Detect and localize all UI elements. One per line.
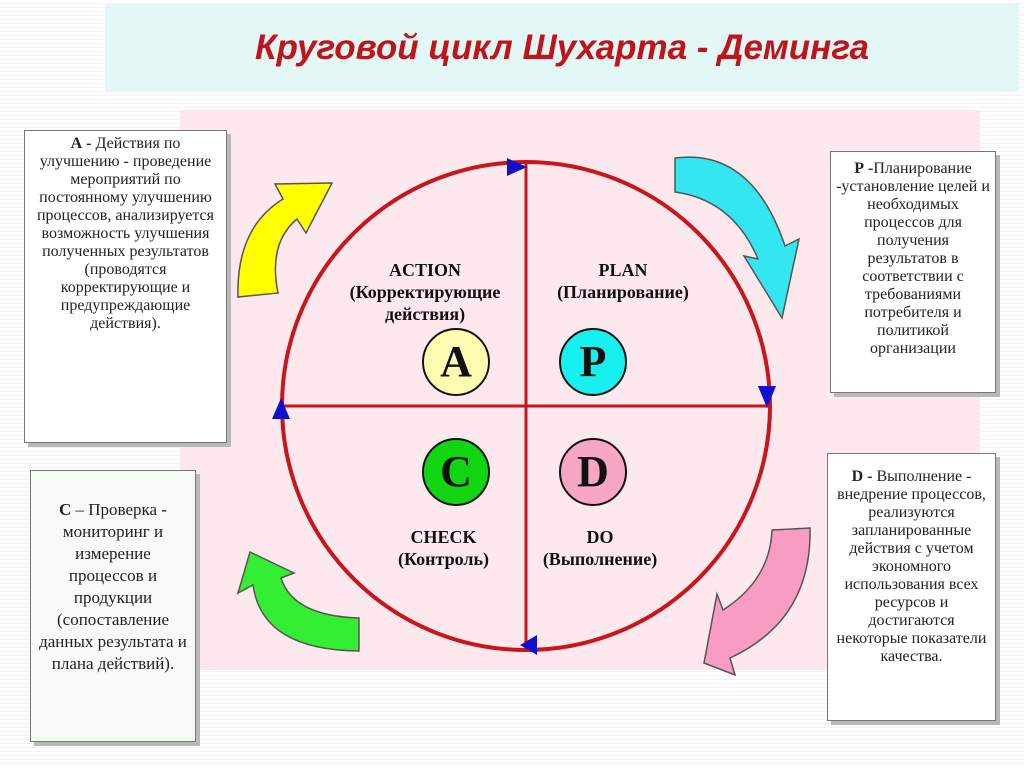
badge-c — [422, 438, 490, 506]
box-d-key: D - — [851, 468, 873, 485]
arrow-to-d-icon — [703, 527, 811, 677]
marker-bottom-icon — [520, 635, 537, 655]
badge-p — [559, 328, 627, 396]
badge-a — [422, 328, 490, 396]
letter-d: D — [577, 447, 609, 496]
box-p-key: Р - — [854, 160, 874, 177]
letter-a: A — [440, 337, 472, 386]
arrow-to-p-icon — [674, 156, 801, 320]
label-do: DO (Выполнение) — [520, 526, 680, 570]
box-a-key: А - — [70, 135, 92, 152]
box-c-text: – Проверка - мониторинг и измерение проц… — [39, 500, 187, 673]
box-p-text: Планирование -установление целей и необх… — [836, 160, 990, 357]
marker-top-icon — [507, 158, 527, 176]
label-do-ru: (Выполнение) — [542, 549, 658, 569]
letter-p: P — [579, 337, 607, 386]
description-box-c: С – Проверка - мониторинг и измерение пр… — [30, 470, 196, 742]
page-title: Круговой цикл Шухарта - Деминга — [254, 28, 870, 67]
label-plan: PLAN (Планирование) — [528, 259, 718, 303]
title-band — [105, 4, 1019, 92]
label-plan-en: PLAN — [598, 260, 648, 280]
description-box-p: Р -Планирование -установление целей и не… — [830, 151, 996, 393]
description-box-d: D - Выполнение - внедрение процессов, ре… — [827, 453, 996, 721]
marker-right-icon — [758, 386, 776, 408]
arrow-to-a-icon — [237, 182, 334, 298]
label-do-en: DO — [586, 527, 614, 547]
box-c-key: С — [59, 500, 72, 519]
description-box-a: А - Действия по улучшению - проведение м… — [24, 130, 227, 443]
box-a-text: Действия по улучшению - проведение мероп… — [36, 135, 215, 332]
label-action: ACTION (Корректирующие действия) — [325, 259, 525, 325]
box-d-text: Выполнение - внедрение процессов, реализ… — [836, 468, 987, 665]
label-check: CHECK (Контроль) — [361, 526, 526, 570]
label-action-en: ACTION — [388, 260, 461, 280]
letter-c: C — [440, 447, 472, 496]
arrow-to-c-icon — [236, 550, 360, 652]
badge-d — [559, 438, 627, 506]
label-check-en: CHECK — [410, 527, 477, 547]
label-plan-ru: (Планирование) — [557, 282, 689, 302]
label-check-ru: (Контроль) — [398, 549, 489, 569]
marker-left-icon — [272, 398, 290, 419]
label-action-ru: (Корректирующие действия) — [349, 282, 501, 324]
